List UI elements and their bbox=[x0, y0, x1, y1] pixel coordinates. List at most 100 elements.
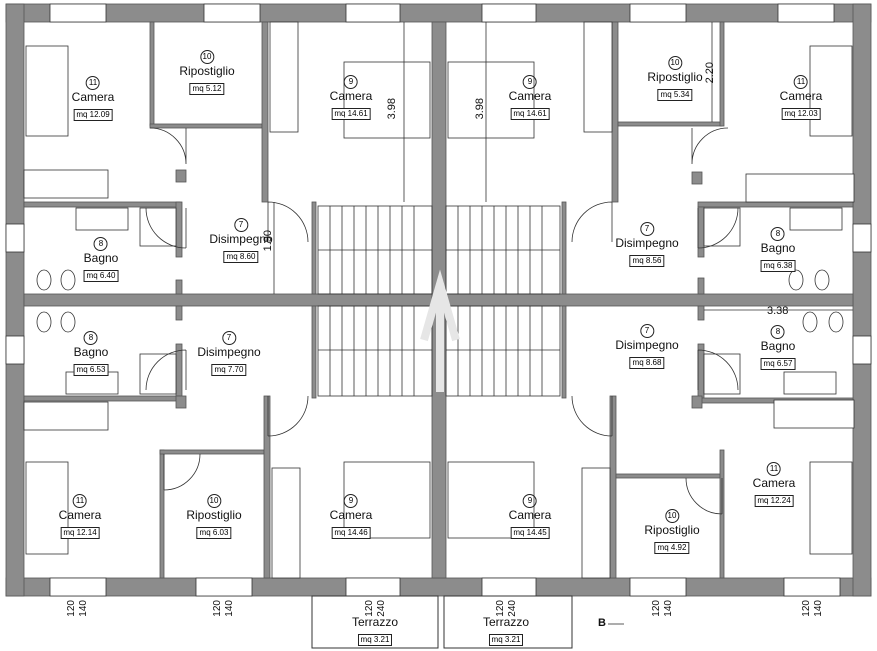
room-number: 11 bbox=[794, 75, 808, 89]
room-bagno-8: 8 Bagno mq 6.57 bbox=[760, 325, 796, 371]
window-label: 140 bbox=[813, 600, 824, 617]
room-area: mq 12.24 bbox=[754, 495, 794, 507]
stairs bbox=[317, 205, 561, 397]
room-ripostiglio-10: 10 Ripostiglio mq 6.03 bbox=[186, 494, 242, 540]
wall-inner bbox=[697, 305, 705, 321]
wall-inner bbox=[175, 279, 183, 295]
terrace-label: Terrazzo mq 3.21 bbox=[352, 616, 398, 647]
wall-inner bbox=[561, 305, 567, 399]
wall-inner bbox=[691, 395, 703, 409]
room-name: Camera bbox=[58, 508, 102, 522]
room-area: mq 5.34 bbox=[657, 89, 693, 101]
room-name: Bagno bbox=[760, 339, 796, 353]
terrace-right bbox=[443, 595, 573, 649]
wall-inner bbox=[609, 395, 617, 579]
room-name: Ripostiglio bbox=[644, 523, 700, 537]
room-area: mq 8.60 bbox=[223, 251, 259, 263]
wall-inner bbox=[263, 395, 271, 579]
room-name: Camera bbox=[752, 476, 796, 490]
window-label: 140 bbox=[224, 600, 235, 617]
room-area: mq 14.45 bbox=[510, 527, 550, 539]
wall-inner bbox=[311, 305, 317, 399]
room-area: mq 6.38 bbox=[760, 260, 796, 272]
room-name: Bagno bbox=[73, 345, 109, 359]
window-label: 120 bbox=[364, 600, 375, 617]
room-number: 10 bbox=[206, 494, 221, 508]
room-name: Ripostiglio bbox=[179, 64, 235, 78]
wall-inner bbox=[159, 449, 165, 579]
room-number: 7 bbox=[234, 218, 248, 232]
room-camera-11: 11 Camera mq 12.14 bbox=[58, 494, 102, 540]
wall-top bbox=[5, 3, 872, 23]
room-disimpegno-7: 7 Disimpegno mq 7.70 bbox=[197, 331, 261, 377]
room-name: Ripostiglio bbox=[647, 70, 703, 84]
room-camera-9: 9 Camera mq 14.46 bbox=[329, 494, 373, 540]
room-area: mq 5.12 bbox=[189, 83, 225, 95]
room-area: mq 12.03 bbox=[781, 108, 821, 120]
wall-inner bbox=[691, 171, 703, 185]
room-number: 7 bbox=[640, 324, 654, 338]
wall-inner bbox=[617, 121, 723, 127]
room-number: 11 bbox=[73, 494, 87, 508]
room-camera-11: 11 Camera mq 12.09 bbox=[71, 76, 115, 122]
room-disimpegno-7: 7 Disimpegno mq 8.68 bbox=[615, 324, 679, 370]
room-name: Bagno bbox=[83, 251, 119, 265]
room-ripostiglio-10: 10 Ripostiglio mq 5.12 bbox=[179, 50, 235, 96]
terrace-label: Terrazzo mq 3.21 bbox=[483, 616, 529, 647]
room-area: mq 7.70 bbox=[211, 364, 247, 376]
window-label: 120 bbox=[651, 600, 662, 617]
wall-inner bbox=[175, 305, 183, 321]
room-name: Ripostiglio bbox=[186, 508, 242, 522]
wall-inner bbox=[561, 201, 567, 295]
room-ripostiglio-10: 10 Ripostiglio mq 4.92 bbox=[644, 509, 700, 555]
room-camera-11: 11 Camera mq 12.24 bbox=[752, 462, 796, 508]
room-number: 9 bbox=[523, 75, 537, 89]
wall-inner bbox=[261, 21, 269, 203]
dimension-label: 1.90 bbox=[262, 230, 274, 252]
room-number: 8 bbox=[771, 227, 785, 241]
room-number: 7 bbox=[222, 331, 236, 345]
room-name: Disimpegno bbox=[615, 236, 679, 250]
dimension-label: 3.98 bbox=[474, 98, 486, 120]
window-label: 140 bbox=[78, 600, 89, 617]
wall-inner bbox=[615, 473, 723, 479]
wall-left bbox=[5, 3, 25, 597]
wardrobes bbox=[23, 21, 855, 579]
dimension-label: 2.20 bbox=[704, 62, 716, 84]
room-number: 10 bbox=[199, 50, 214, 64]
bathroom-fixtures bbox=[36, 207, 844, 395]
room-area: mq 6.03 bbox=[196, 527, 232, 539]
dimension-label: 3.98 bbox=[386, 98, 398, 120]
dimension-label: 3.38 bbox=[767, 305, 789, 317]
wall-inner bbox=[697, 343, 705, 401]
room-number: 9 bbox=[523, 494, 537, 508]
window-label: 120 bbox=[212, 600, 223, 617]
section-marker: B bbox=[598, 617, 606, 629]
room-number: 9 bbox=[344, 75, 358, 89]
room-area: mq 6.40 bbox=[83, 270, 119, 282]
room-number: 7 bbox=[640, 222, 654, 236]
wall-inner bbox=[175, 169, 187, 183]
wall-inner bbox=[719, 21, 725, 127]
beds bbox=[25, 45, 853, 555]
windows bbox=[5, 3, 872, 597]
room-area: mq 6.57 bbox=[760, 358, 796, 370]
room-name: Camera bbox=[71, 90, 115, 104]
room-number: 8 bbox=[94, 237, 108, 251]
room-name: Disimpegno bbox=[197, 345, 261, 359]
wall-bottom bbox=[5, 577, 872, 597]
room-area: mq 8.56 bbox=[629, 255, 665, 267]
room-name: Disimpegno bbox=[209, 232, 273, 246]
room-area: mq 4.92 bbox=[654, 542, 690, 554]
room-ripostiglio-10: 10 Ripostiglio mq 5.34 bbox=[647, 56, 703, 102]
room-area: mq 14.46 bbox=[331, 527, 371, 539]
room-name: Camera bbox=[329, 508, 373, 522]
room-name: Camera bbox=[508, 508, 552, 522]
room-number: 8 bbox=[771, 325, 785, 339]
window-label: 120 bbox=[66, 600, 77, 617]
wall-inner bbox=[697, 277, 705, 295]
room-camera-9: 9 Camera mq 14.61 bbox=[330, 75, 372, 121]
room-bagno-8: 8 Bagno mq 6.38 bbox=[760, 227, 796, 273]
window-label: 120 bbox=[801, 600, 812, 617]
